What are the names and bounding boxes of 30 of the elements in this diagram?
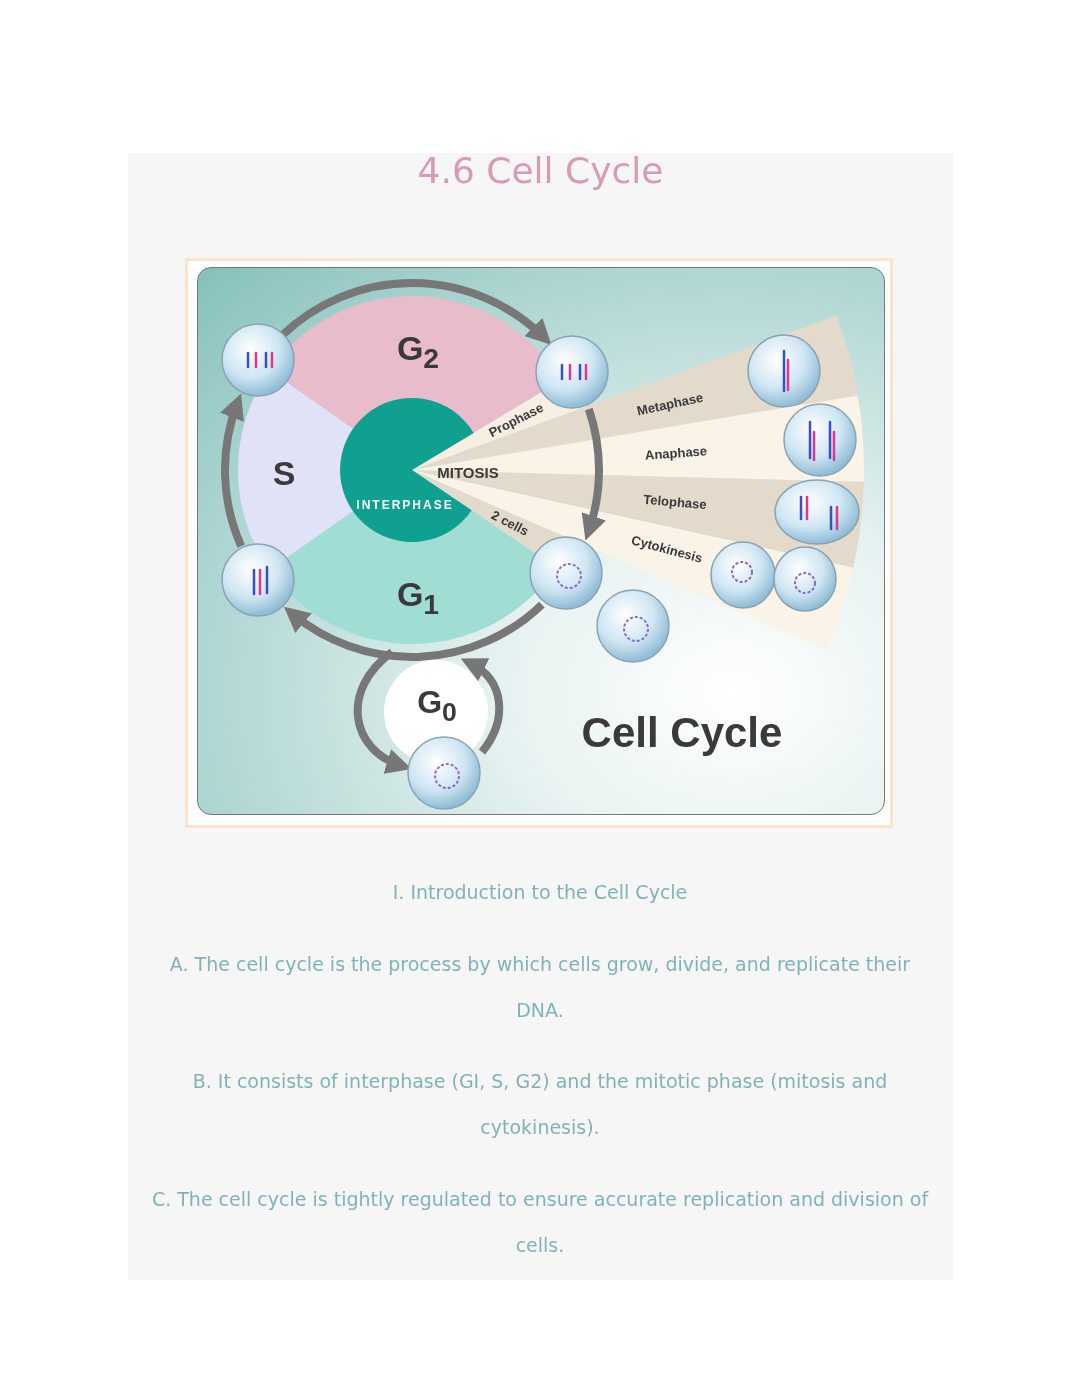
cell-drawing: [747, 334, 821, 408]
arrow: [580, 408, 606, 541]
phase-label: S: [272, 453, 296, 493]
paragraph: C. The cell cycle is tightly regulated to ensure accurate replication and division of cells.: [150, 1187, 930, 1258]
arrow: [220, 393, 245, 548]
phase-label: INTERPHASE: [356, 498, 454, 512]
arrow: [279, 279, 552, 345]
paragraph: A. The cell cycle is the process by which cells grow, divide, and replicate their DNA.: [168, 952, 912, 1023]
phase-label: Metaphase: [635, 389, 705, 419]
paragraph: I. Introduction to the Cell Cycle: [391, 880, 689, 905]
arrow: [283, 601, 545, 661]
cell-drawing: [774, 479, 860, 545]
title: 4.6 Cell Cycle: [416, 150, 665, 191]
phase-label: Anaphase: [644, 443, 708, 463]
mitosis-label: MITOSIS: [437, 463, 499, 481]
phase-label: G$_{2}$: [396, 329, 440, 375]
cell-drawing: [221, 323, 295, 397]
cell-drawing: [529, 536, 603, 610]
cell-drawing: [710, 541, 837, 612]
cell-drawing: [783, 403, 857, 477]
cell-drawing: [221, 543, 295, 617]
arrow: [461, 657, 504, 755]
phase-label: G$_{0}$: [417, 684, 457, 728]
paragraph: B. It consists of interphase (GI, S, G2) and the mitotic phase (mitosis and cytokinesis).: [191, 1069, 889, 1140]
cell-drawing: [596, 589, 670, 663]
phase-label: G$_{1}$: [396, 575, 440, 621]
cell-drawing: [407, 736, 481, 810]
phase-label: 2 cells: [488, 507, 532, 539]
diagram-heading: Cell Cycle: [581, 709, 783, 757]
phase-label: Telophase: [642, 491, 708, 513]
